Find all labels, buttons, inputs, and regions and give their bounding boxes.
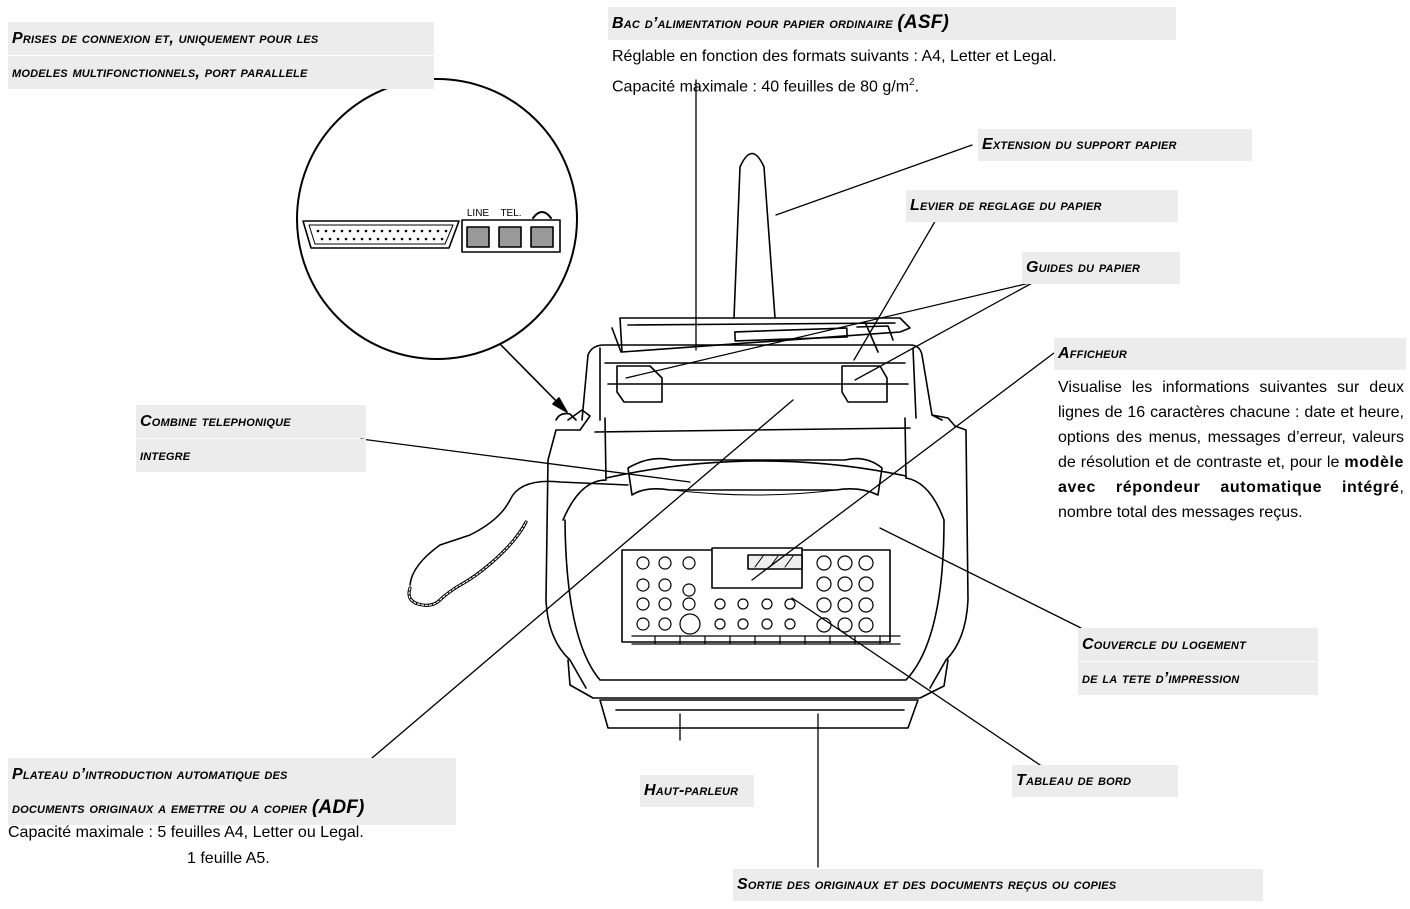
- connector-detail-circle: [296, 78, 578, 360]
- asf-description-line1: Réglable en fonction des formats suivant…: [612, 48, 1057, 65]
- coiled-cord: [407, 520, 528, 607]
- line-jack: [466, 226, 490, 248]
- label-connections-line1: Prises de connexion et, uniquement pour …: [8, 22, 434, 55]
- asf-description-line2: Capacité maximale : 40 feuilles de 80 g/…: [612, 77, 920, 96]
- fax-machine-body: [545, 344, 969, 729]
- paper-support-extension: [733, 152, 776, 319]
- label-paper-lever: Levier de reglage du papier: [906, 190, 1178, 222]
- label-adf-line1: Plateau d’introduction automatique des: [8, 758, 456, 791]
- handset-cord: [409, 480, 629, 586]
- label-connections-line2: modeles multifonctionnels, port parallel…: [8, 56, 434, 89]
- label-display: Afficheur: [1054, 338, 1406, 370]
- adf-capacity-line2: 1 feuille A5.: [187, 850, 270, 867]
- label-adf-line2: documents originaux a emettre ou a copie…: [8, 791, 456, 825]
- adf-capacity-line1: Capacité maximale : 5 feuilles A4, Lette…: [8, 824, 364, 841]
- label-speaker: Haut-parleur: [640, 775, 754, 807]
- label-handset-line2: integre: [136, 439, 366, 472]
- display-description: Visualise les informations suivantes sur…: [1058, 379, 1404, 521]
- label-paper-support-extension: Extension du support papier: [978, 129, 1252, 161]
- label-printhead-cover-line2: de la tete d’impression: [1078, 662, 1318, 695]
- label-output: Sortie des originaux et des documents re…: [733, 869, 1263, 901]
- label-control-panel: Tableau de bord: [1012, 765, 1178, 797]
- label-asf-title: Bac d’alimentation pour papier ordinaire…: [608, 7, 1176, 40]
- parallel-port-icon: [302, 220, 460, 249]
- label-paper-guides: Guides du papier: [1022, 252, 1180, 284]
- ext-jack: [530, 226, 554, 248]
- port-label-line: LINE: [467, 208, 490, 219]
- handset: [627, 457, 883, 496]
- parallel-port-pins: [316, 229, 448, 241]
- handset-icon: [532, 211, 552, 219]
- port-label-tel: TEL.: [500, 208, 521, 219]
- label-printhead-cover-line1: Couvercle du logement: [1078, 628, 1318, 661]
- control-panel: [621, 547, 901, 645]
- tel-jack: [498, 226, 522, 248]
- output-slot: [599, 699, 919, 729]
- keypad-buttons: [631, 555, 901, 645]
- paper-guide-left: [616, 365, 663, 403]
- label-handset-line1: Combine telephonique: [136, 405, 366, 438]
- leader-lines: [360, 79, 1082, 868]
